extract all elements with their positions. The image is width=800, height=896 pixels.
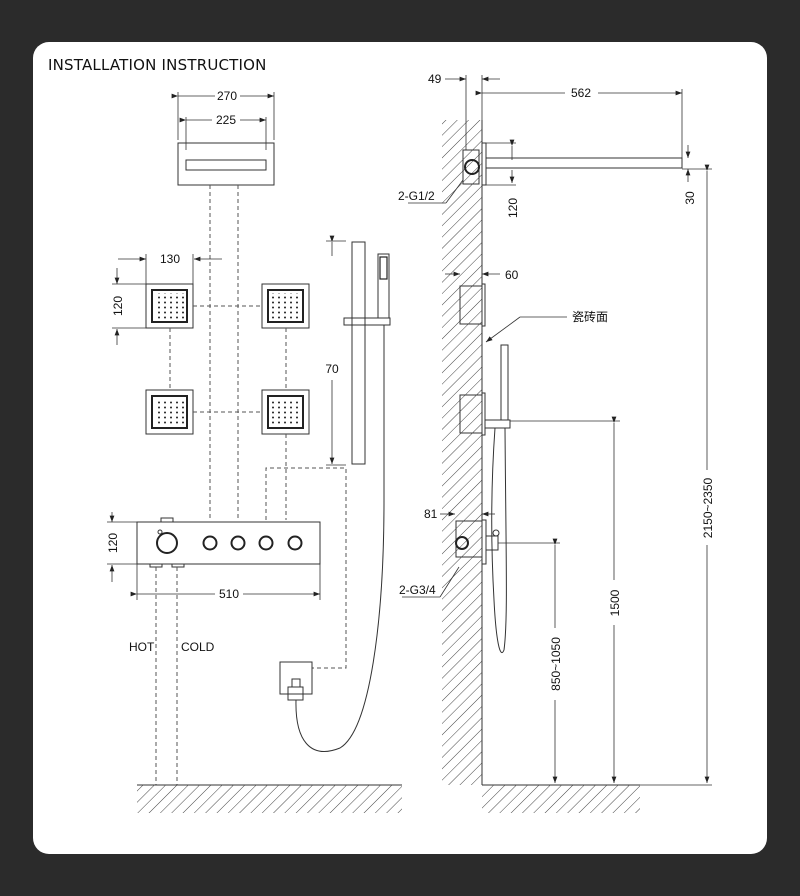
floor-front — [137, 784, 402, 813]
rain-head-width-label: 270 — [217, 89, 237, 103]
valve-height-label: 120 — [106, 533, 120, 553]
valve-side: 81 2-G3/4 — [399, 507, 560, 598]
valve-depth-label: 81 — [424, 507, 438, 521]
body-jet — [145, 283, 194, 329]
slide-bar-front: 70 — [295, 235, 391, 752]
thread-bottom-label: 2-G3/4 — [399, 583, 436, 597]
handshower-side — [484, 344, 620, 653]
thread-top-label: 2-G1/2 — [398, 189, 435, 203]
jet-depth-label: 60 — [505, 268, 519, 282]
head-height-dimension: 2150~2350 — [701, 477, 715, 538]
head-thickness-label: 30 — [683, 191, 697, 205]
cold-label: COLD — [181, 640, 215, 654]
rain-head-front: 270 225 — [171, 89, 275, 520]
tile-surface-label: 瓷砖面 — [572, 309, 608, 324]
body-jet — [261, 389, 310, 435]
instruction-card — [33, 42, 767, 854]
valve-front: 120 510 HOT COLD — [106, 512, 321, 785]
body-jet — [261, 283, 310, 329]
wall-outlet-front — [279, 661, 313, 701]
body-jets-front: 130 120 — [111, 252, 347, 669]
hot-label: HOT — [129, 640, 155, 654]
slide-bar-height-label: 70 — [325, 362, 339, 376]
body-jet-side: 60 瓷砖面 — [445, 268, 608, 436]
jet-width-label: 130 — [160, 252, 180, 266]
valve-height-dimension: 850~1050 — [549, 637, 563, 691]
handshower-height-dimension: 1500 — [608, 589, 622, 616]
height-dimensions-side: 850~1050 1500 2150~2350 — [549, 164, 715, 786]
arm-offset-label: 49 — [428, 72, 442, 86]
arm-length-label: 562 — [571, 86, 591, 100]
rain-head-inner-width-label: 225 — [216, 113, 236, 127]
shower-arm-side: 49 562 120 30 2-G1/2 — [398, 72, 712, 218]
head-bracket-height-label: 120 — [506, 198, 520, 218]
jet-height-label: 120 — [111, 296, 125, 316]
body-jet — [145, 389, 194, 435]
page-title: INSTALLATION INSTRUCTION — [48, 56, 267, 74]
valve-width-label: 510 — [219, 587, 239, 601]
wall-side — [442, 120, 640, 813]
